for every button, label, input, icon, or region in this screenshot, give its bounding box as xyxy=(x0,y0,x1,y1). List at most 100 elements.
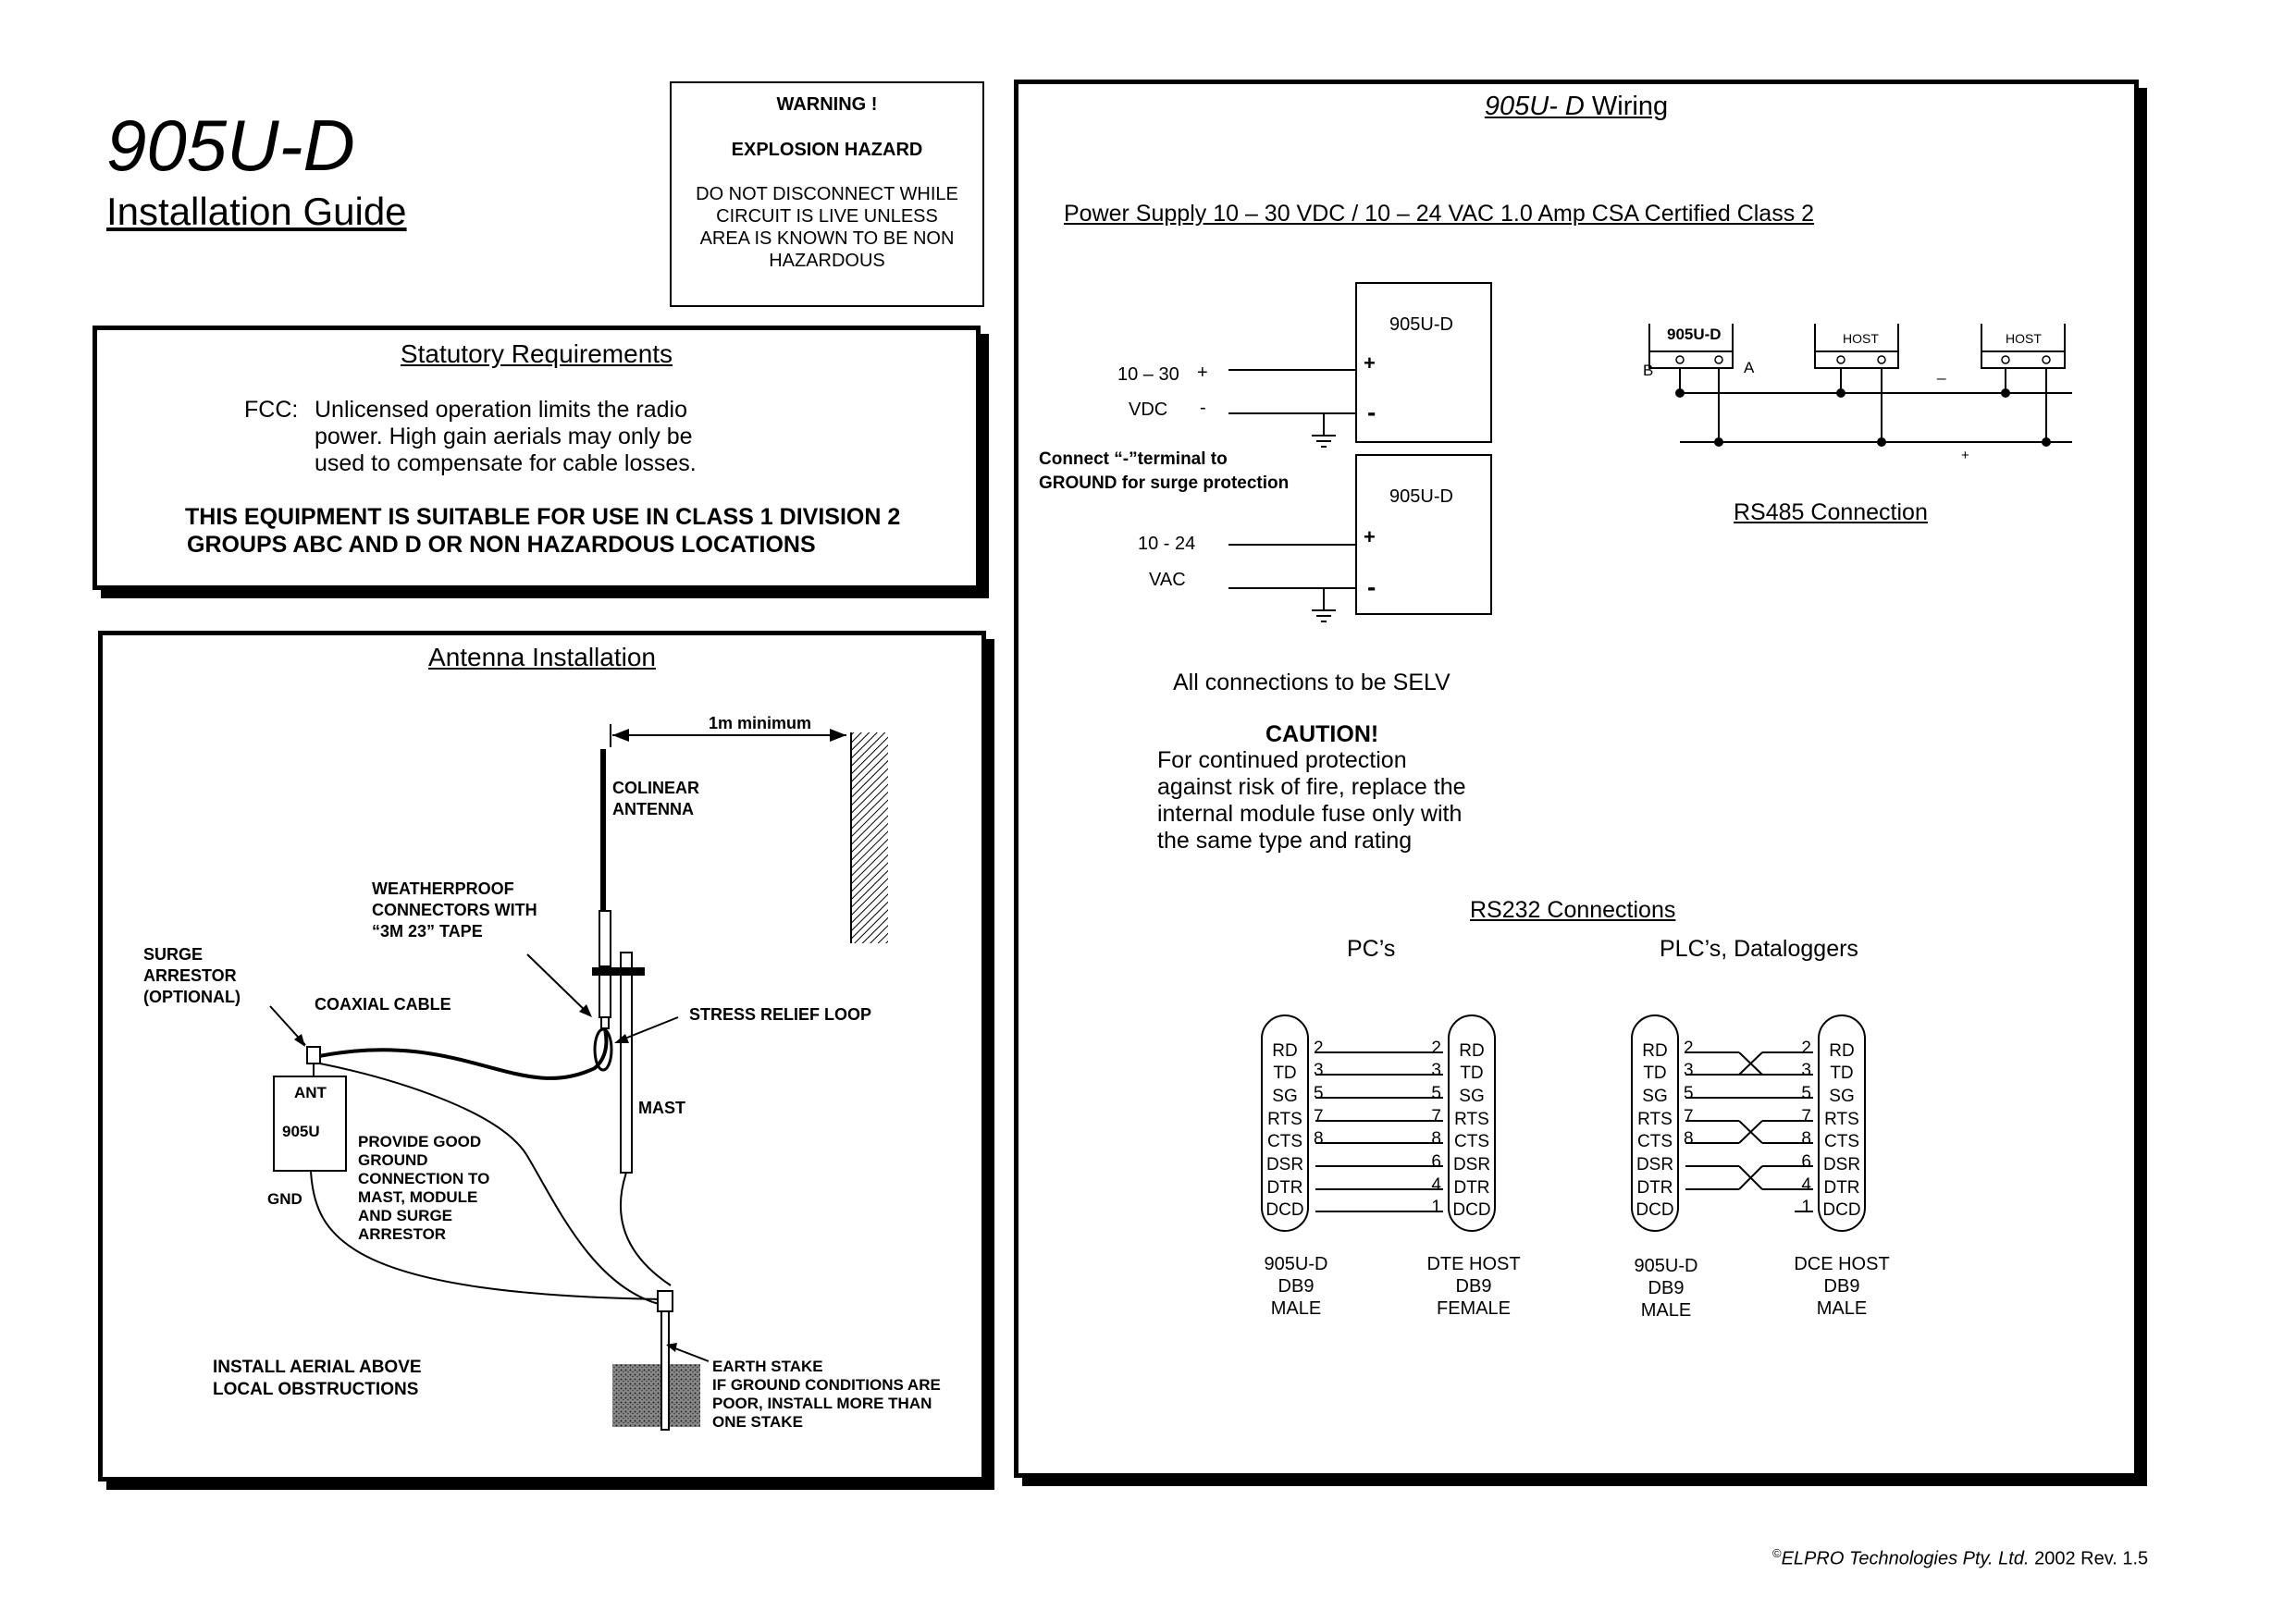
page-title: 905U-D xyxy=(106,105,355,186)
pin-signal-label: DCD xyxy=(1822,1200,1861,1220)
surge-label: ARRESTOR xyxy=(143,966,237,985)
colinear-label: COLINEAR xyxy=(612,779,699,797)
wiring-heading-model: 905U- D xyxy=(1484,92,1585,121)
gnd-label: GND xyxy=(267,1190,302,1208)
pin-signal-label: RD xyxy=(1272,1041,1298,1061)
pin-signal-label: TD xyxy=(1460,1064,1484,1083)
pin-number: 6 xyxy=(1801,1152,1811,1172)
ground-note: Connect “-”terminal to xyxy=(1039,449,1228,469)
caution-line: against risk of fire, replace the xyxy=(1157,774,1466,800)
surge-label: SURGE xyxy=(143,945,204,964)
pin-number: 1 xyxy=(1431,1198,1441,1217)
pin-number: 3 xyxy=(1801,1061,1811,1080)
wall xyxy=(851,732,888,943)
pin-number: 4 xyxy=(1431,1175,1441,1195)
dc-module-box xyxy=(1355,282,1492,443)
pin-number: 6 xyxy=(1431,1152,1441,1172)
dce-left-caption: 905U-D xyxy=(1634,1256,1698,1276)
rs485-diagram xyxy=(1648,324,2072,447)
antenna-heading: Antenna Installation xyxy=(428,643,656,671)
pin-number: 2 xyxy=(1431,1039,1441,1058)
pin-number: 8 xyxy=(1314,1129,1324,1149)
pin-number: 8 xyxy=(1684,1129,1694,1149)
pin-signal-label: DTR xyxy=(1453,1178,1490,1198)
mast-clamp xyxy=(592,967,645,976)
earth-note: IF GROUND CONDITIONS ARE xyxy=(712,1376,941,1394)
dc-unit-label: VDC xyxy=(1129,400,1168,420)
ac-module-box xyxy=(1355,454,1492,615)
pin-signal-label: RD xyxy=(1642,1041,1668,1061)
ac-range-label: 10 - 24 xyxy=(1138,534,1196,554)
dte-left-caption: DB9 xyxy=(1278,1276,1315,1297)
pin-signal-label: SG xyxy=(1459,1087,1485,1106)
ground-note: ARRESTOR xyxy=(358,1225,447,1243)
rs232-plc-label: PLC’s, Dataloggers xyxy=(1660,936,1858,962)
year-revision: 2002 Rev. 1.5 xyxy=(2029,1548,2149,1569)
ac-terminal-minus: - xyxy=(1367,572,1376,601)
pin-signal-label: RTS xyxy=(1267,1110,1302,1129)
statutory-box: Statutory Requirements FCC: Unlicensed o… xyxy=(93,326,981,590)
rs485-minus-label: _ xyxy=(1937,363,1946,380)
pin-number: 8 xyxy=(1801,1129,1811,1149)
pin-number: 5 xyxy=(1314,1084,1324,1103)
arrowhead-right xyxy=(830,729,846,742)
pin-number: 3 xyxy=(1314,1061,1324,1080)
fcc-line: Unlicensed operation limits the radio xyxy=(315,397,687,423)
rs232-dte-diagram xyxy=(1261,1014,1496,1232)
pin-signal-label: DSR xyxy=(1452,1155,1491,1174)
pin-signal-label: DSR xyxy=(1636,1155,1674,1174)
power-supply-spec: Power Supply 10 – 30 VDC / 10 – 24 VAC 1… xyxy=(1064,201,1815,227)
pin-signal-label: RTS xyxy=(1637,1110,1673,1129)
dte-right-caption: DTE HOST xyxy=(1426,1254,1521,1274)
ground-note: AND SURGE xyxy=(358,1207,453,1224)
pin-number: 4 xyxy=(1801,1175,1811,1195)
dte-right-caption: FEMALE xyxy=(1436,1298,1512,1319)
rs485-b-label: B xyxy=(1643,362,1654,379)
pin-signal-label: TD xyxy=(1830,1064,1854,1083)
pin-number: 5 xyxy=(1431,1084,1441,1103)
pin-signal-label: DTR xyxy=(1823,1178,1860,1198)
fcc-line: used to compensate for cable losses. xyxy=(315,450,697,476)
distance-label: 1m minimum xyxy=(709,714,812,732)
company-name: ELPRO Technologies Pty. Ltd. xyxy=(1781,1548,2030,1569)
pin-number: 7 xyxy=(1431,1107,1441,1126)
pin-number: 1 xyxy=(1801,1198,1811,1217)
pin-signal-label: RTS xyxy=(1454,1110,1489,1129)
rs485-plus-label: + xyxy=(1961,448,1969,463)
module-label: 905U-D xyxy=(1389,486,1453,507)
surge-label: (OPTIONAL) xyxy=(143,988,241,1006)
rs232-pc-label: PC’s xyxy=(1347,936,1396,962)
dce-right-caption: DB9 xyxy=(1823,1276,1860,1297)
stress-relief-loop xyxy=(593,1027,613,1072)
pin-number: 5 xyxy=(1684,1084,1694,1103)
ac-terminal-plus: + xyxy=(1364,525,1376,548)
pin-signal-label: DTR xyxy=(1636,1178,1673,1198)
rs232-dce-diagram xyxy=(1631,1014,1866,1232)
dce-left-caption: DB9 xyxy=(1648,1278,1685,1298)
install-note: LOCAL OBSTRUCTIONS xyxy=(213,1380,419,1399)
warning-hazard: EXPLOSION HAZARD xyxy=(731,140,923,160)
warning-title: WARNING ! xyxy=(776,94,878,115)
dce-left-caption: MALE xyxy=(1640,1300,1692,1321)
coaxial-cable xyxy=(314,1027,609,1080)
pin-signal-label: CTS xyxy=(1637,1132,1673,1151)
pin-signal-label: SG xyxy=(1829,1087,1855,1106)
dc-minus-label: - xyxy=(1200,398,1206,418)
pin-signal-label: DSR xyxy=(1265,1155,1304,1174)
earth-ground xyxy=(612,1364,700,1427)
earth-note: ONE STAKE xyxy=(712,1413,803,1431)
ground-wire xyxy=(310,1170,667,1300)
pin-number: 3 xyxy=(1684,1061,1694,1080)
page-subtitle: Installation Guide xyxy=(106,190,407,233)
rs232-heading: RS232 Connections xyxy=(1470,897,1676,923)
pin-signal-label: SG xyxy=(1642,1087,1668,1106)
pin-number: 7 xyxy=(1801,1107,1811,1126)
mast-label: MAST xyxy=(638,1099,685,1117)
warning-line: AREA IS KNOWN TO BE NON xyxy=(699,228,955,249)
pin-signal-label: CTS xyxy=(1824,1132,1859,1151)
warning-line: CIRCUIT IS LIVE UNLESS xyxy=(716,206,938,227)
dc-range-label: 10 – 30 xyxy=(1117,364,1179,385)
dte-right-caption: DB9 xyxy=(1455,1276,1492,1297)
